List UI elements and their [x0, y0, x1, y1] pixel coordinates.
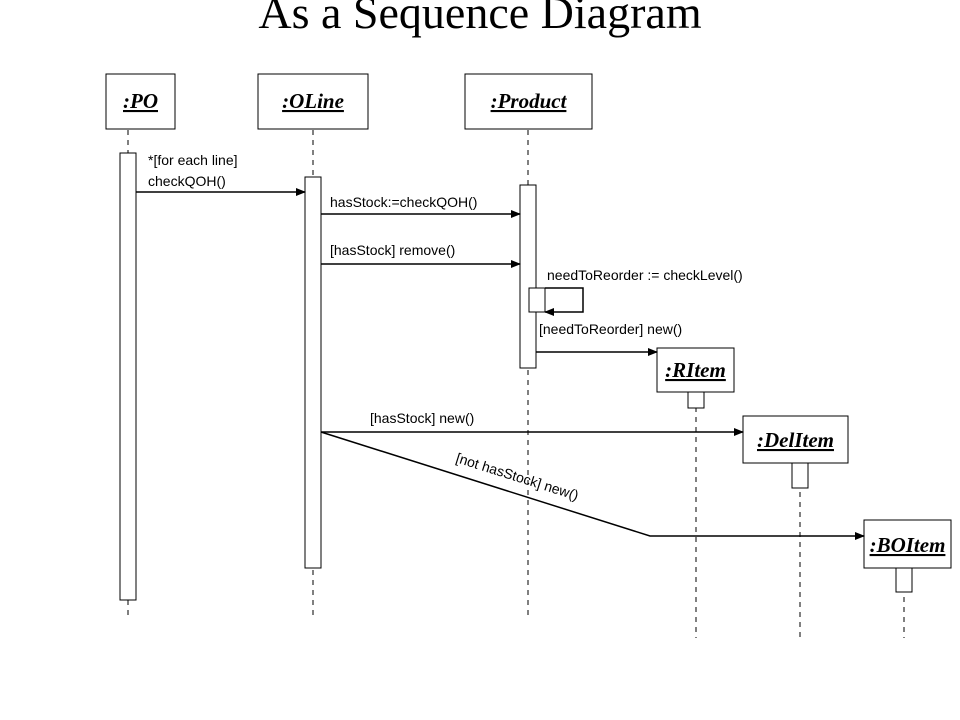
activation-ritem: [687, 391, 705, 409]
message-label-remove: [hasStock] remove(): [330, 242, 455, 258]
object-delitem-label: :DelItem: [757, 428, 834, 452]
object-boitem: :BOItem: [863, 519, 952, 569]
object-oline-label: :OLine: [282, 89, 344, 113]
message-label-check-line2: checkQOH(): [148, 173, 226, 189]
message-label-has-stock: hasStock:=checkQOH(): [330, 194, 477, 210]
activation-oline: [304, 176, 322, 569]
activation-delitem: [791, 462, 809, 489]
object-ritem: :RItem: [656, 347, 735, 393]
object-product-label: :Product: [491, 89, 568, 113]
object-po-label: :PO: [123, 89, 158, 113]
object-boitem-label: :BOItem: [870, 533, 946, 557]
activation-product: [519, 184, 537, 369]
object-product: :Product: [464, 73, 593, 130]
object-oline: :OLine: [257, 73, 369, 130]
message-label-check-line1: *[for each line]: [148, 152, 238, 168]
activation-boitem: [895, 567, 913, 593]
message-arrow-self-check-level: [544, 287, 584, 316]
message-arrow-new-boitem: [320, 431, 865, 540]
activation-product-self: [528, 287, 546, 313]
slide-title: As a Sequence Diagram: [258, 0, 702, 38]
object-po: :PO: [105, 73, 176, 130]
message-label-new-boitem: [not hasStock] new(): [454, 450, 581, 504]
object-ritem-label: :RItem: [665, 358, 726, 382]
object-delitem: :DelItem: [742, 415, 849, 464]
message-label-need-reorder: needToReorder := checkLevel(): [547, 267, 743, 283]
message-label-new-delitem: [hasStock] new(): [370, 410, 474, 426]
message-label-new-ritem: [needToReorder] new(): [539, 321, 682, 337]
activation-po: [119, 152, 137, 601]
